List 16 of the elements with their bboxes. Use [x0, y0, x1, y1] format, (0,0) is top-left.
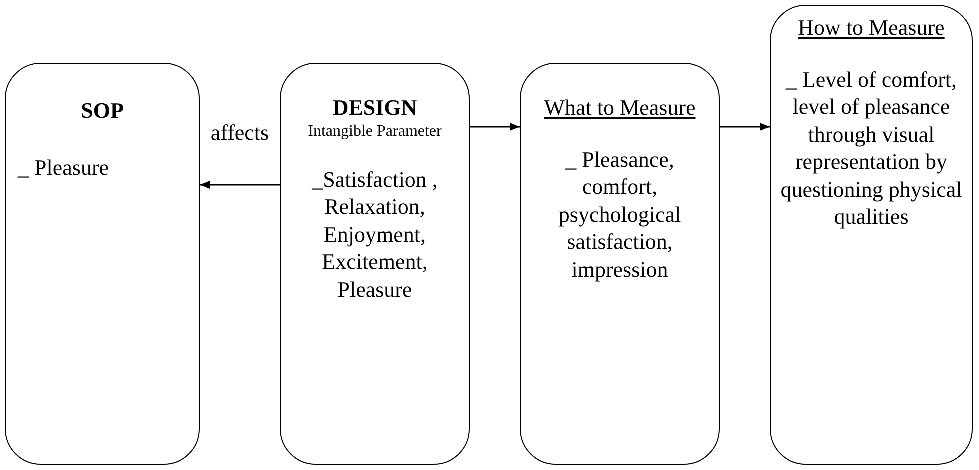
box-heading: SOP — [80, 97, 125, 125]
box-text: _ Level of comfort, level of pleasance through visual representation by questioning physical qualities — [780, 66, 964, 230]
box-heading: How to Measure — [797, 14, 946, 42]
box-subheading: Intangible Parameter — [307, 122, 443, 142]
box-heading: DESIGN — [332, 94, 418, 122]
rounded-box — [520, 63, 720, 465]
box-text: _ Pleasance, comfort, psychological satisfaction, impression — [558, 146, 682, 283]
rounded-box — [770, 5, 973, 465]
box-text: _ Pleasure — [16, 154, 110, 182]
rounded-box — [280, 63, 470, 465]
arrow — [200, 181, 280, 189]
box-text: _Satisfaction , Relaxation, Enjoyment, Excitement, Pleasure — [311, 166, 439, 303]
box-heading: What to Measure — [543, 94, 697, 122]
arrow — [470, 123, 520, 131]
arrow — [720, 123, 770, 131]
rounded-box — [5, 63, 200, 465]
